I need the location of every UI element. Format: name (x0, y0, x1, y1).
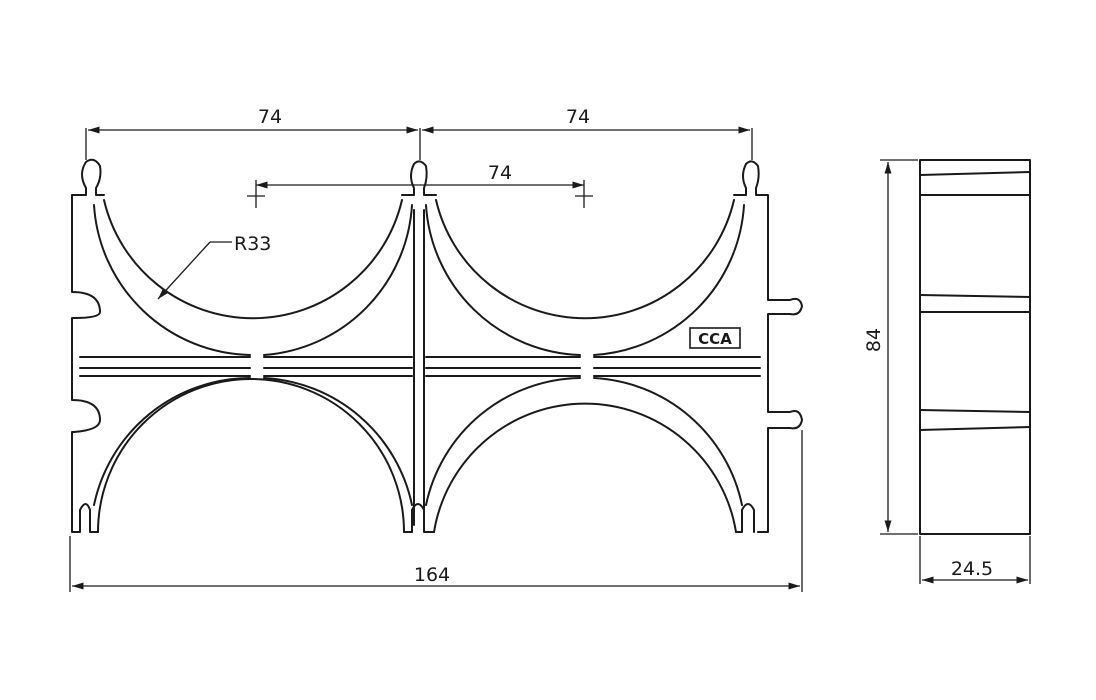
dim-label-top-left: 74 (258, 106, 282, 128)
middle-divider (401, 160, 437, 196)
dim-center: 74 (247, 162, 593, 208)
dim-depth: 24.5 (919, 536, 1031, 584)
front-view: CCA (71, 158, 803, 533)
right-rail (733, 160, 803, 533)
cca-logo: CCA (689, 327, 741, 349)
dim-label-top-right: 74 (566, 106, 590, 128)
logo-label: CCA (698, 330, 732, 348)
dim-overall-width: 164 (69, 430, 803, 592)
dim-radius: R33 (157, 233, 271, 300)
dim-label-depth: 24.5 (951, 558, 993, 580)
side-view (919, 159, 1031, 535)
dim-label-height: 84 (863, 328, 885, 352)
left-rail (71, 194, 101, 533)
dim-top-left: 74 (85, 106, 421, 160)
dim-top-right: 74 (422, 106, 753, 160)
dim-label-radius: R33 (234, 233, 271, 255)
upper-right-arc (435, 199, 735, 320)
lower-left-arc (97, 378, 405, 533)
dim-height: 84 (863, 159, 918, 535)
lower-right-arc (433, 402, 737, 533)
dim-label-overall-width: 164 (414, 564, 450, 586)
dim-label-center: 74 (488, 162, 512, 184)
upper-left-arc (103, 199, 403, 320)
